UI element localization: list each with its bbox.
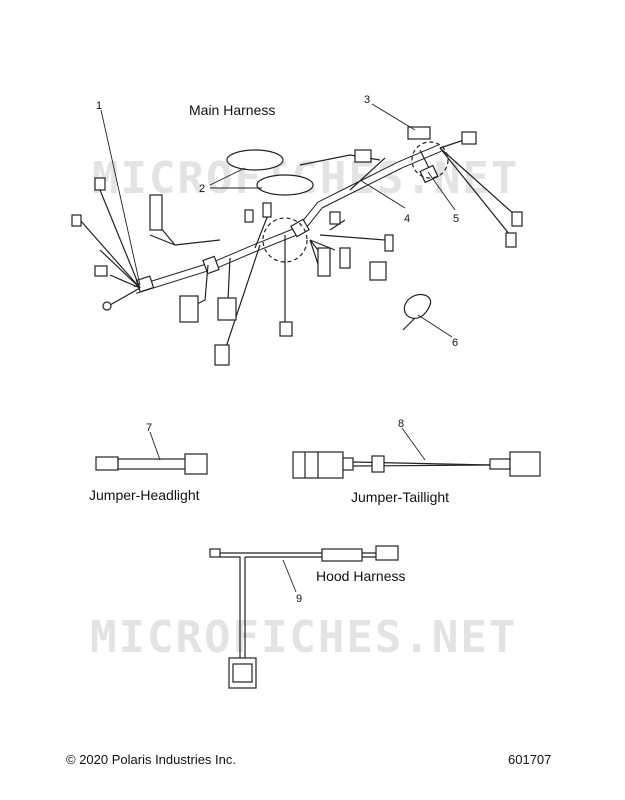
hood-harness[interactable] xyxy=(209,545,399,689)
cable-tie[interactable] xyxy=(402,293,432,331)
callout-4[interactable]: 4 xyxy=(404,213,410,225)
callout-7[interactable]: 7 xyxy=(146,422,152,434)
callout-6[interactable]: 6 xyxy=(452,337,458,349)
watermark-bottom: MICROFICHES.NET xyxy=(90,612,517,663)
main-harness-title: Main Harness xyxy=(189,102,275,118)
callout-9[interactable]: 9 xyxy=(296,593,302,605)
diagram-number: 601707 xyxy=(508,752,552,767)
jumper-taillight-title: Jumper-Taillight xyxy=(351,489,449,505)
copyright-notice: © 2020 Polaris Industries Inc. xyxy=(66,752,236,767)
callout-3[interactable]: 3 xyxy=(364,94,370,106)
jumper-headlight-title: Jumper-Headlight xyxy=(89,487,200,503)
jumper-taillight[interactable] xyxy=(292,451,541,479)
leader-lines xyxy=(100,103,456,593)
main-harness[interactable] xyxy=(71,126,523,366)
callout-1[interactable]: 1 xyxy=(96,100,102,112)
jumper-headlight[interactable] xyxy=(95,453,208,475)
hood-harness-title: Hood Harness xyxy=(316,568,406,584)
callout-8[interactable]: 8 xyxy=(398,418,404,430)
callout-5[interactable]: 5 xyxy=(453,213,459,225)
callout-2[interactable]: 2 xyxy=(199,183,205,195)
